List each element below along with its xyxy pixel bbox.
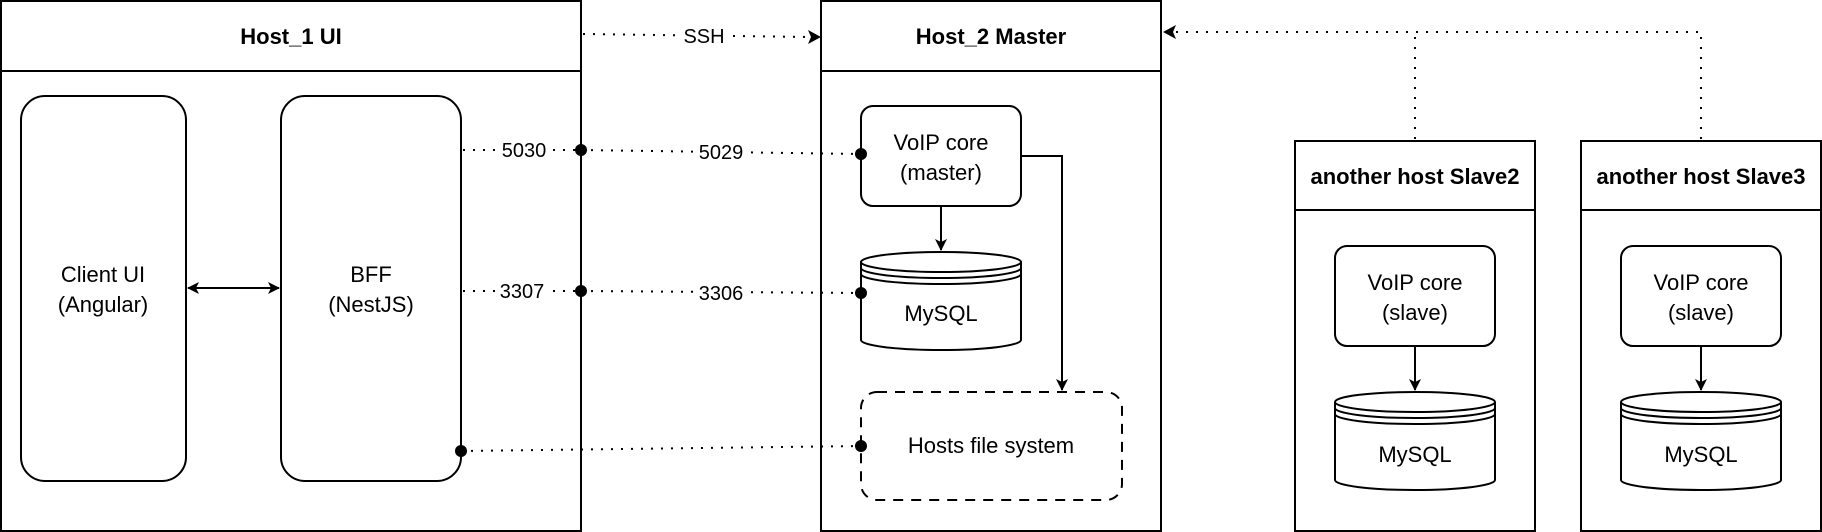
mysql-master-rim-3 — [860, 273, 1022, 285]
mysql-slave3-rim-2 — [1620, 407, 1782, 419]
voip-slave2-label-line2: (slave) — [1382, 300, 1448, 325]
mysql-slave2-node[interactable]: MySQL — [1334, 391, 1496, 491]
client-ui-node[interactable]: Client UI (Angular) — [20, 95, 187, 482]
mysql-slave2-label: MySQL — [1378, 442, 1451, 467]
db-port-connector: 3307 3306 — [463, 279, 867, 305]
bff-label-line1: BFF — [350, 262, 392, 287]
voip-master-label-line2: (master) — [900, 160, 982, 185]
voip-master-box[interactable] — [860, 105, 1022, 207]
host1-db-port-dot-icon — [575, 285, 587, 297]
voip-master-node[interactable]: VoIP core (master) — [860, 105, 1022, 207]
voip-slave3-label-line2: (slave) — [1668, 300, 1734, 325]
mysql-master-rim-1 — [860, 261, 1022, 273]
hosts-fs-box[interactable] — [860, 391, 1123, 501]
mysql-slave2-rim-3 — [1334, 413, 1496, 425]
voip-to-hosts-fs-arrow — [1021, 155, 1068, 391]
bff-node[interactable]: BFF (NestJS) — [280, 95, 462, 482]
voip-api-port-dot-icon — [855, 148, 867, 160]
ssh-label: SSH — [683, 26, 724, 48]
voip-master-label-line1: VoIP core — [894, 130, 989, 155]
bff-api-port-label: 5030 — [502, 140, 547, 162]
slave2-title: another host Slave2 — [1310, 164, 1519, 189]
bff-db-port-label: 3307 — [500, 281, 545, 303]
client-ui-label-line1: Client UI — [61, 262, 145, 287]
mysql-slave2-cylinder[interactable] — [1334, 391, 1496, 491]
ssh-arrowhead-icon — [808, 30, 821, 44]
mysql-db-port-label-bg — [695, 281, 747, 305]
mysql-master-rim-2 — [860, 267, 1022, 279]
mysql-slave3-label: MySQL — [1664, 442, 1737, 467]
mysql-db-port-dot-icon — [855, 287, 867, 299]
mysql-slave2-rim-2 — [1334, 407, 1496, 419]
voip-slave2-box[interactable] — [1334, 245, 1496, 347]
ssh-connector: SSH — [582, 22, 821, 48]
hosts-fs-label: Hosts file system — [908, 433, 1074, 458]
slave3-to-master-line — [1175, 31, 1702, 139]
fs-connector — [455, 440, 867, 457]
mysql-slave3-rim-3 — [1620, 413, 1782, 425]
slave-sync-connector — [1163, 25, 1702, 139]
mysql-master-node[interactable]: MySQL — [860, 251, 1022, 351]
host1-title: Host_1 UI — [240, 24, 341, 49]
hosts-fs-dot-icon — [855, 440, 867, 452]
voip-slave3-box[interactable] — [1620, 245, 1782, 347]
voip-slave3-node[interactable]: VoIP core (slave) — [1620, 245, 1782, 347]
mysql-slave3-node[interactable]: MySQL — [1620, 391, 1782, 491]
host1-api-port-dot-icon — [575, 144, 587, 156]
bff-box[interactable] — [280, 95, 462, 482]
mysql-slave3-rim-1 — [1620, 401, 1782, 413]
bff-fs-dot-icon — [455, 445, 467, 457]
hosts-fs-node[interactable]: Hosts file system — [860, 391, 1123, 501]
voip-slave3-label-line1: VoIP core — [1654, 270, 1749, 295]
slave-sync-arrowhead-icon — [1163, 25, 1176, 39]
client-ui-label-line2: (Angular) — [58, 292, 148, 317]
slave3-title: another host Slave3 — [1596, 164, 1805, 189]
voip-api-port-label-bg — [695, 140, 747, 164]
api-port-connector: 5030 5029 — [463, 138, 867, 164]
mysql-slave3-cylinder[interactable] — [1620, 391, 1782, 491]
bff-db-port-label-bg — [498, 279, 548, 303]
mysql-slave2-rim-1 — [1334, 401, 1496, 413]
bff-label-line2: (NestJS) — [328, 292, 414, 317]
ssh-label-bg — [678, 22, 730, 48]
mysql-db-port-label: 3306 — [699, 283, 744, 305]
bff-fs-line — [460, 445, 862, 452]
host2-title: Host_2 Master — [916, 24, 1067, 49]
client-ui-box[interactable] — [20, 95, 187, 482]
bff-api-port-label-bg — [500, 138, 550, 162]
voip-api-port-label: 5029 — [699, 142, 744, 164]
voip-slave2-node[interactable]: VoIP core (slave) — [1334, 245, 1496, 347]
mysql-master-label: MySQL — [904, 301, 977, 326]
voip-slave2-label-line1: VoIP core — [1368, 270, 1463, 295]
